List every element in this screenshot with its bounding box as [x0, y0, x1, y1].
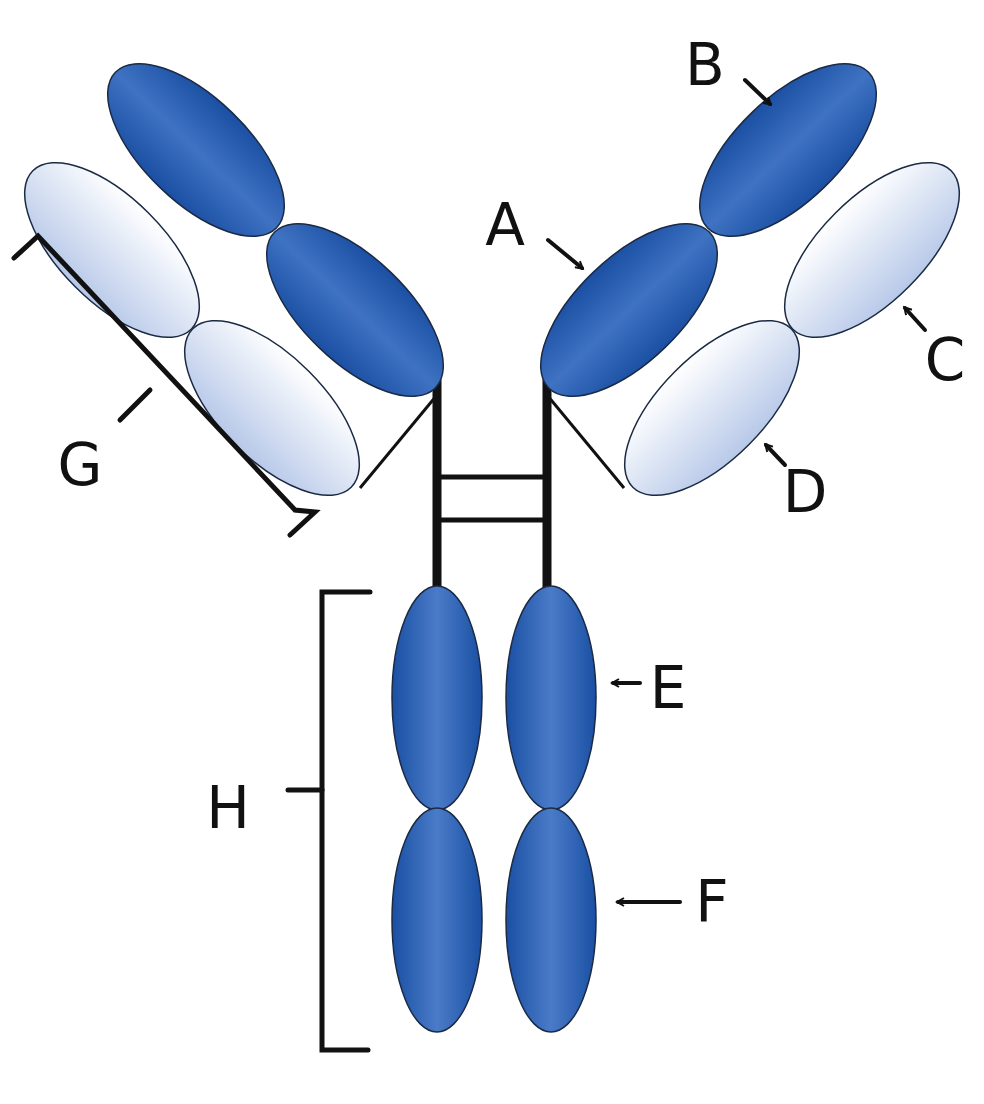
callout-letter: A: [485, 196, 525, 254]
callout-letter: C: [925, 331, 966, 389]
callout-letter: E: [650, 659, 687, 717]
right-arm: [512, 35, 984, 524]
callout-letter: G: [58, 436, 103, 494]
callout-letter: B: [685, 36, 725, 94]
fc-domains: [392, 586, 596, 1032]
callout-letter: H: [206, 779, 250, 837]
callout-letter: D: [783, 463, 828, 521]
callout-arrows: [548, 80, 925, 902]
hinge-lines: [360, 380, 624, 595]
brackets: [14, 236, 370, 1050]
callout-letter: F: [695, 873, 728, 931]
left-arm: [0, 35, 472, 524]
